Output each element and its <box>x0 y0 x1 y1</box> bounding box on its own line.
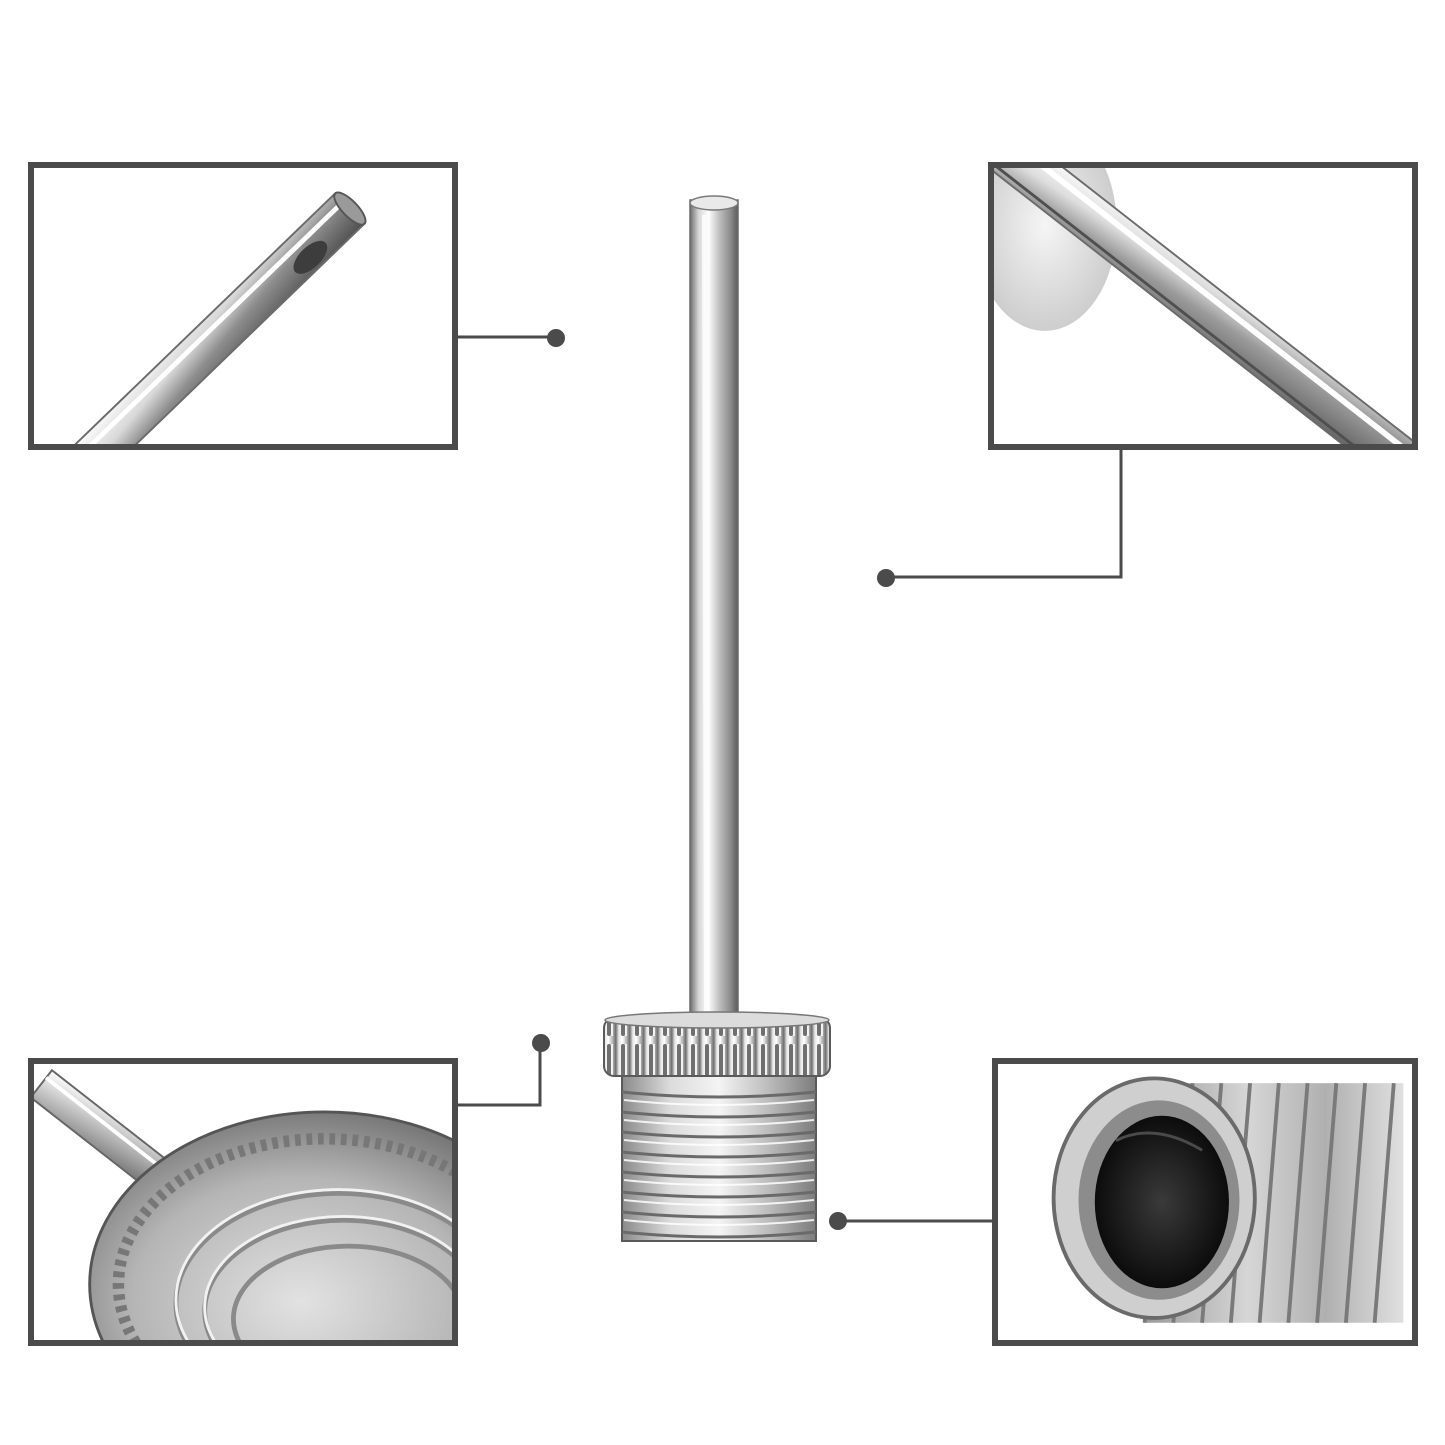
threaded-base-closeup <box>1051 1076 1404 1323</box>
connector-needle-shaft <box>886 448 1123 579</box>
callout-needle-shaft <box>988 162 1418 450</box>
needle-shaft-closeup <box>994 168 1412 444</box>
dot-needle-shaft <box>877 569 895 587</box>
knurled-collar-closeup <box>34 1068 452 1340</box>
dot-needle-tip <box>547 329 565 347</box>
dot-threaded-base <box>829 1212 847 1230</box>
callout-connectors <box>457 335 1123 1223</box>
bore-opening <box>1051 1076 1257 1320</box>
needle-tip-closeup <box>58 191 367 444</box>
callout-knurled-collar <box>28 1058 458 1346</box>
connector-knurled-collar <box>457 1043 542 1107</box>
dot-knurled-collar <box>532 1034 550 1052</box>
knurled-collar <box>603 1011 831 1077</box>
callout-dots <box>532 329 895 1230</box>
callout-threaded-base <box>992 1058 1418 1346</box>
air-hole <box>293 240 328 274</box>
needle-shaft <box>689 195 739 1031</box>
threaded-body <box>621 1075 817 1242</box>
callout-needle-tip <box>28 162 458 450</box>
